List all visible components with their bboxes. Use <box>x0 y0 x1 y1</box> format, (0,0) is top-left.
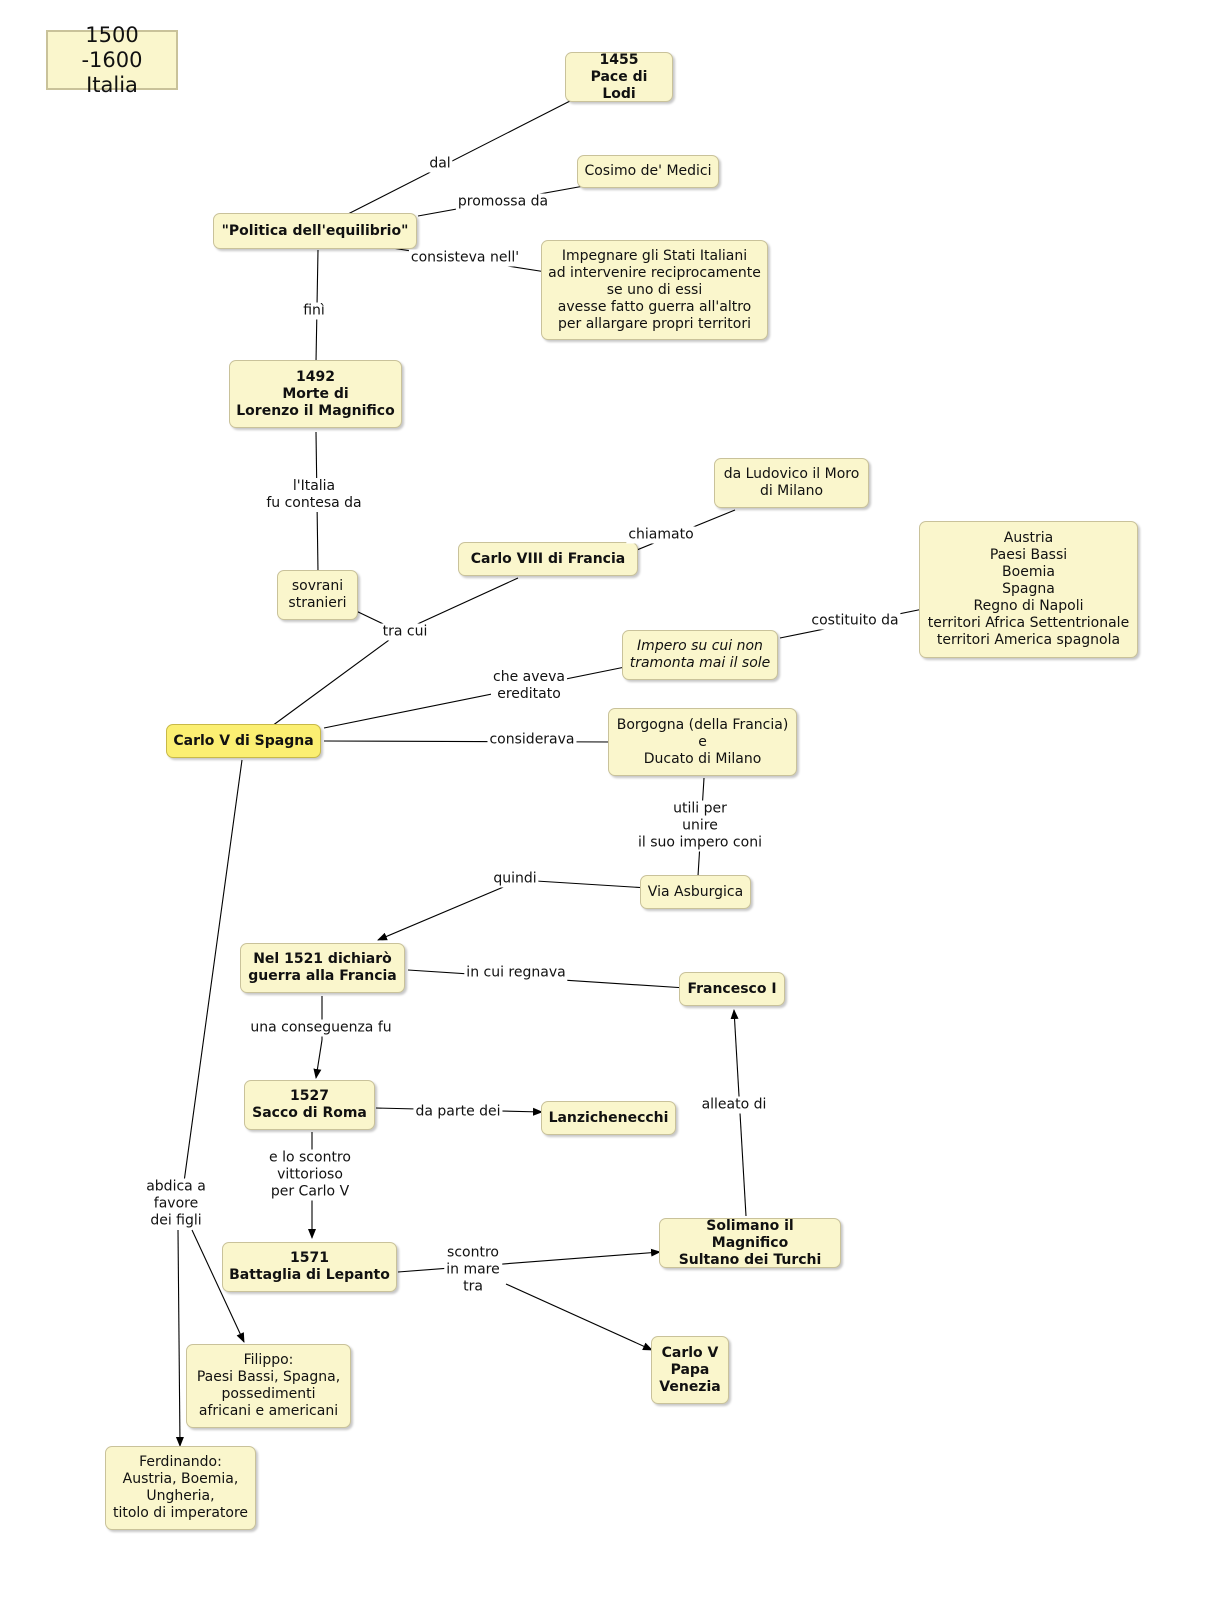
node-francesco-i[interactable]: Francesco I <box>679 972 785 1006</box>
node-politica-equilibrio[interactable]: "Politica dell'equilibrio" <box>213 213 417 249</box>
label-scontro-in-mare: scontro in mare tra <box>444 1244 502 1296</box>
label-utili-per: utili per unire il suo impero coni <box>636 800 764 852</box>
link-ereditato <box>323 665 631 729</box>
link-carlo-viii <box>399 577 519 633</box>
node-ludovico-il-moro[interactable]: da Ludovico il Moro di Milano <box>714 458 869 508</box>
node-carlo-papa-venezia[interactable]: Carlo V Papa Venezia <box>651 1336 729 1404</box>
node-morte-lorenzo[interactable]: 1492 Morte di Lorenzo il Magnifico <box>229 360 402 428</box>
label-costituito-da: costituito da <box>809 612 901 630</box>
link-scontro-mare-b <box>505 1283 653 1351</box>
node-via-asburgica[interactable]: Via Asburgica <box>640 875 751 909</box>
link-dal <box>347 99 573 215</box>
label-fini: finì <box>301 302 327 320</box>
label-consisteva: consisteva nell' <box>408 249 522 267</box>
node-carlo-v-spagna[interactable]: Carlo V di Spagna <box>166 724 321 758</box>
label-abdica: abdica a favore dei figli <box>144 1178 208 1230</box>
node-carlo-viii[interactable]: Carlo VIII di Francia <box>458 542 638 576</box>
link-scontro-mare-a <box>397 1248 661 1273</box>
label-quindi: quindi <box>491 870 539 888</box>
link-filippo <box>191 1229 245 1343</box>
label-scontro-vittorioso: e lo scontro vittorioso per Carlo V <box>267 1149 353 1201</box>
label-da-parte-dei: da parte dei <box>413 1103 503 1121</box>
label-contesa: l'Italia fu contesa da <box>264 478 364 512</box>
label-in-cui-regnava: in cui regnava <box>464 964 568 982</box>
link-quindi-b <box>377 879 521 941</box>
label-dal: dal <box>427 155 453 173</box>
node-guerra-1521[interactable]: Nel 1521 dichiarò guerra alla Francia <box>240 943 405 993</box>
link-tra-cui-b <box>271 631 401 727</box>
node-battaglia-lepanto[interactable]: 1571 Battaglia di Lepanto <box>222 1242 397 1292</box>
node-impegnare-stati[interactable]: Impegnare gli Stati Italiani ad interven… <box>541 240 768 340</box>
diagram-title: 1500 -1600 Italia <box>46 23 178 97</box>
node-solimano[interactable]: Solimano il Magnifico Sultano dei Turchi <box>659 1218 841 1268</box>
node-cosimo-de-medici[interactable]: Cosimo de' Medici <box>577 155 719 188</box>
node-pace-di-lodi[interactable]: 1455 Pace di Lodi <box>565 52 673 102</box>
node-ferdinando[interactable]: Ferdinando: Austria, Boemia, Ungheria, t… <box>105 1446 256 1530</box>
node-lanzichenecchi[interactable]: Lanzichenecchi <box>541 1101 676 1135</box>
link-conseguenza-b <box>313 1039 323 1079</box>
label-tra-cui: tra cui <box>380 623 430 641</box>
node-filippo[interactable]: Filippo: Paesi Bassi, Spagna, possedimen… <box>186 1344 351 1428</box>
link-ferdinando <box>175 1229 184 1447</box>
node-borgogna-milano[interactable]: Borgogna (della Francia) e Ducato di Mil… <box>608 708 797 776</box>
node-sacco-di-roma[interactable]: 1527 Sacco di Roma <box>244 1080 375 1130</box>
label-alleato-di: alleato di <box>699 1096 769 1114</box>
label-conseguenza: una conseguenza fu <box>248 1019 394 1037</box>
link-abdica <box>183 759 243 1183</box>
node-impero-sole[interactable]: Impero su cui non tramonta mai il sole <box>622 630 778 680</box>
link-quindi-a <box>519 879 649 889</box>
label-chiamato: chiamato <box>626 526 696 544</box>
label-considerava: considerava <box>487 731 577 749</box>
label-ereditato: che aveva ereditato <box>491 669 567 703</box>
node-territori-impero[interactable]: Austria Paesi Bassi Boemia Spagna Regno … <box>919 521 1138 658</box>
node-sovrani-stranieri[interactable]: sovrani stranieri <box>277 570 358 620</box>
label-promossa-da: promossa da <box>455 193 551 211</box>
